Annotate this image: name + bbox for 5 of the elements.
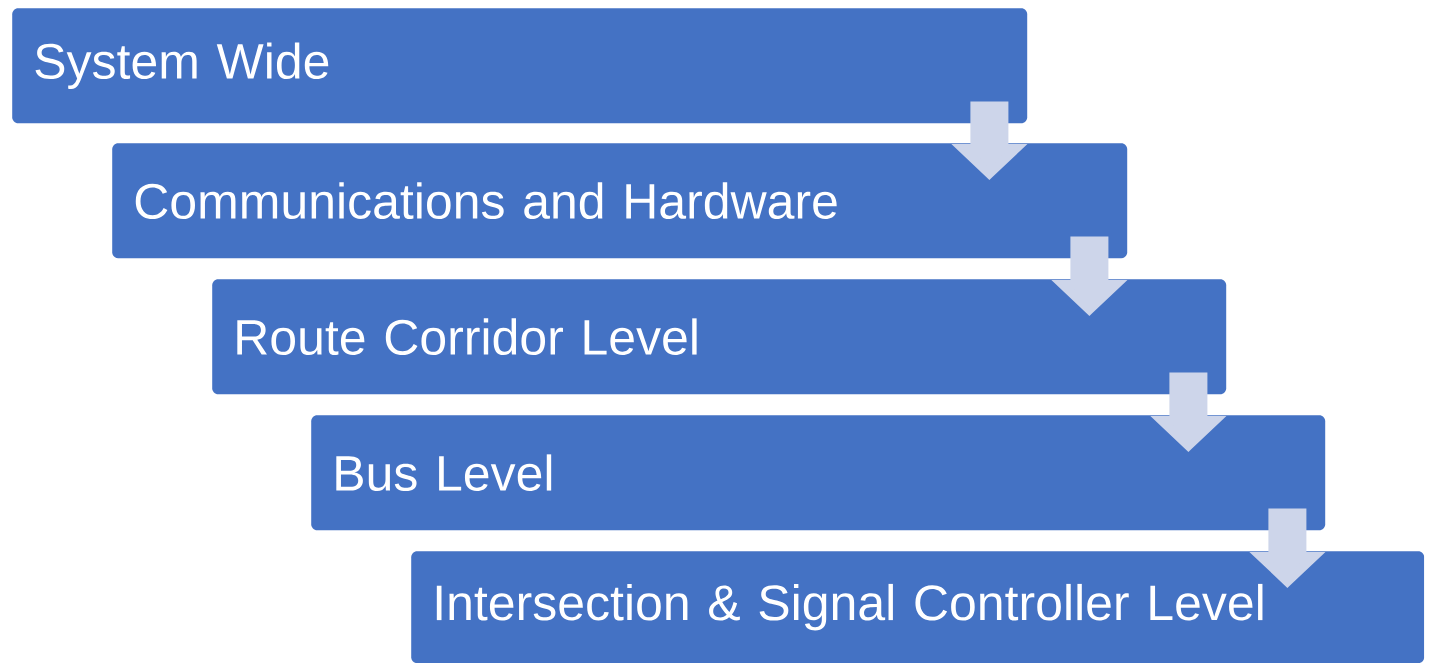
level-box: Bus Level: [311, 415, 1326, 531]
level-box: Route Corridor Level: [212, 279, 1227, 395]
level-box: Communications and Hardware: [112, 143, 1128, 259]
level-box: Intersection & Signal Controller Level: [411, 551, 1425, 663]
level-box: System Wide: [12, 8, 1028, 124]
